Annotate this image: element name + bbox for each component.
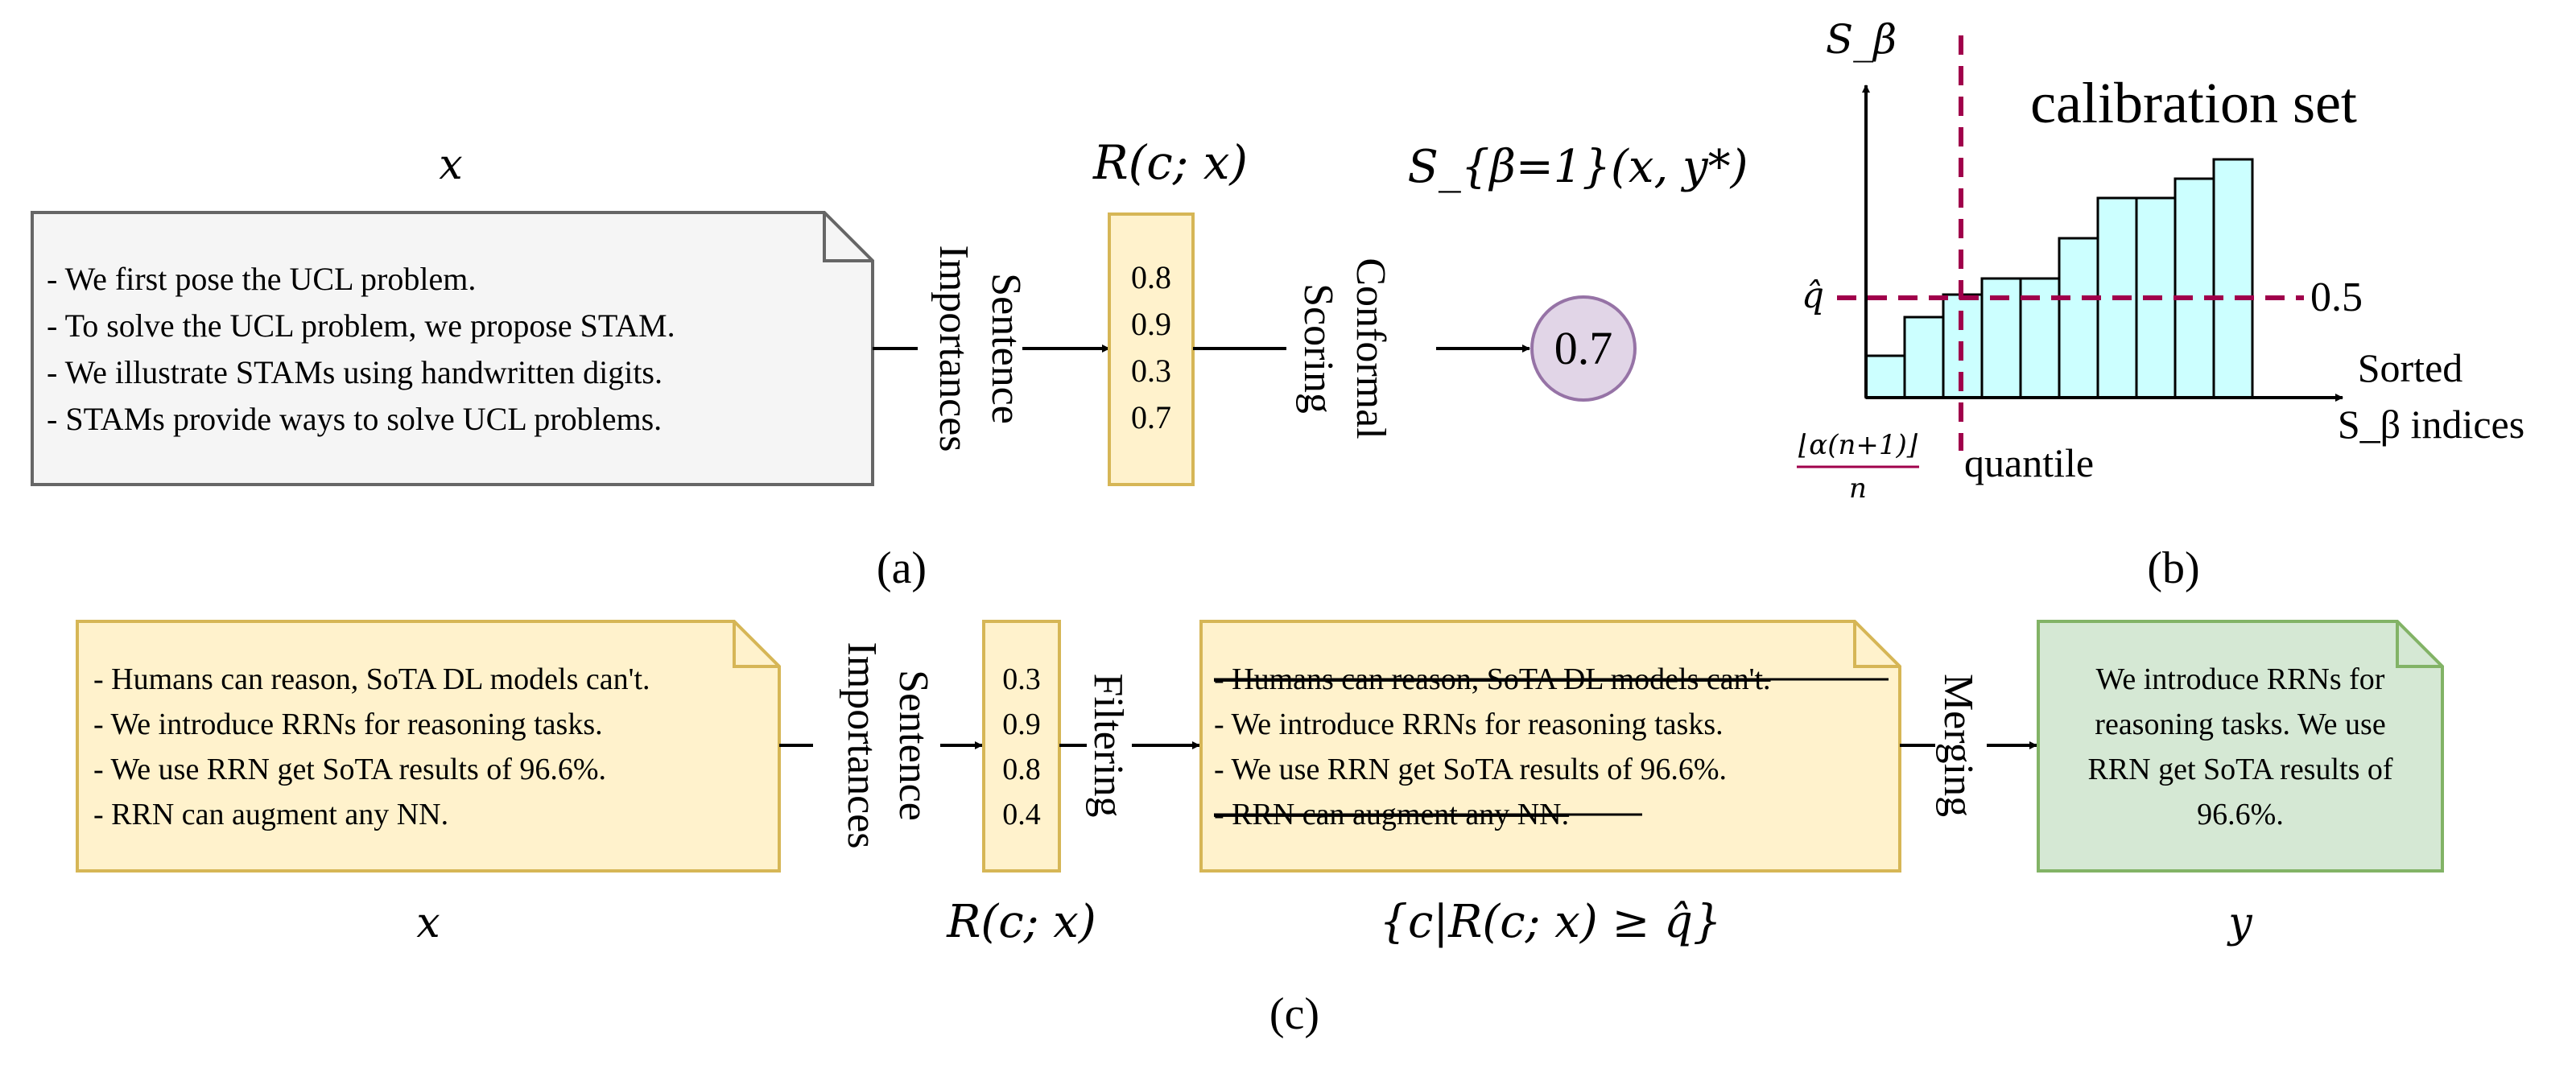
calibration-bar-6	[2058, 237, 2099, 399]
panel-a-step-conformal-scoring: Conformal Scoring	[1295, 258, 1393, 439]
panel-c-step2: Filtering	[1085, 673, 1131, 817]
panel-a-step-sentence-importances: Sentence Importances	[931, 245, 1029, 452]
panel-c-step-merging: Merging	[1935, 674, 1981, 817]
panel-c-sentence-4: - RRN can augment any NN.	[93, 798, 448, 831]
panel-b: S_β calibration set q̂ 0.5 Sorted S_β in…	[1797, 16, 2524, 593]
panel-c-output-line-3: RRN get SoTA results of	[2087, 753, 2392, 786]
panel-c-output-document-fold	[2396, 621, 2442, 668]
panel-c-filtered-sentence-3: - We use RRN get SoTA results of 96.6%.	[1214, 753, 1727, 786]
panel-a-result-label: S_{β=1}(x, y*)	[1407, 141, 1748, 193]
panel-a-result-circle	[1530, 295, 1637, 402]
panel-c-score-1: 0.3	[1002, 662, 1041, 696]
panel-c-output-document	[2037, 620, 2444, 873]
panel-c-input-label: x	[416, 899, 440, 947]
panel-a-input-label: x	[439, 141, 462, 189]
panel-a-caption: (a)	[877, 543, 927, 593]
panel-a-score-3: 0.3	[1131, 353, 1171, 389]
panel-a-step2-line1: Conformal	[1348, 258, 1393, 439]
panel-c-step-sentence-importances: Sentence Importances	[839, 642, 936, 848]
panel-b-qhat-value: 0.5	[2310, 274, 2363, 320]
panel-c-step1-line2: Importances	[839, 642, 885, 848]
panel-c-caption: (c)	[1269, 989, 1319, 1039]
panel-c-output-label: y	[2227, 899, 2252, 947]
panel-a: x - We first pose the UCL problem. - To …	[31, 135, 1748, 593]
panel-c-output-line-1: We introduce RRNs for	[2096, 662, 2385, 696]
panel-b-bars	[1864, 158, 2254, 399]
panel-c-scores-box	[982, 620, 1061, 873]
panel-b-x-axis-label-line1: Sorted	[2358, 345, 2463, 390]
calibration-bar-2	[1903, 316, 1945, 399]
calibration-bar-1	[1864, 354, 1906, 399]
panel-a-score-2: 0.9	[1131, 306, 1171, 342]
panel-a-result-value: 0.7	[1554, 322, 1613, 374]
panel-a-scores-box	[1108, 212, 1195, 486]
panel-c-sentence-1: - Humans can reason, SoTA DL models can'…	[93, 662, 650, 696]
panel-a-sentence-4: - STAMs provide ways to solve UCL proble…	[47, 401, 662, 437]
panel-b-quantile-denominator: n	[1849, 472, 1867, 505]
calibration-bar-9	[2174, 177, 2215, 399]
panel-c-scores-label: R(c; x)	[946, 896, 1096, 948]
calibration-bar-10	[2212, 158, 2254, 399]
panel-b-x-axis-label-line2: S_β indices	[2338, 402, 2524, 447]
panel-c-score-4: 0.4	[1002, 798, 1041, 831]
panel-c-filtered-sentence-2: - We introduce RRNs for reasoning tasks.	[1214, 708, 1724, 741]
panel-a-score-4: 0.7	[1131, 399, 1171, 435]
panel-a-scores-label: R(c; x)	[1092, 135, 1248, 190]
panel-c-step1-line1: Sentence	[890, 670, 936, 821]
panel-b-qhat-label: q̂	[1802, 275, 1824, 316]
panel-c-step3: Merging	[1935, 674, 1981, 817]
panel-c-step-filtering: Filtering	[1085, 673, 1131, 817]
panel-c-sentence-3: - We use RRN get SoTA results of 96.6%.	[93, 753, 606, 786]
panel-b-quantile-numerator: ⌊α(n+1)⌋	[1798, 429, 1918, 461]
panel-c-input-document-fold	[733, 621, 779, 668]
panel-b-quantile-label: quantile	[1964, 440, 2094, 485]
panel-a-step1-line2: Importances	[931, 245, 976, 452]
panel-a-sentence-3: - We illustrate STAMs using handwritten …	[47, 354, 663, 390]
panel-a-score-1: 0.8	[1131, 259, 1171, 295]
panel-c-filtered-label: {c|R(c; x) ≥ q̂}	[1379, 896, 1721, 948]
panel-a-sentence-2: - To solve the UCL problem, we propose S…	[47, 307, 675, 344]
panel-a-step1-line1: Sentence	[983, 273, 1029, 424]
panel-a-document	[31, 211, 874, 486]
panel-a-step2-line2: Scoring	[1295, 283, 1341, 414]
panel-c-output-line-2: reasoning tasks. We use	[2095, 708, 2385, 741]
panel-c-sentence-2: - We introduce RRNs for reasoning tasks.	[93, 708, 603, 741]
panel-c-input-document	[76, 620, 781, 873]
panel-a-document-fold	[823, 212, 873, 262]
panel-c-output-line-4: 96.6%.	[2197, 798, 2284, 831]
panel-c-score-2: 0.9	[1002, 708, 1041, 741]
panel-c-filtered-document-fold	[1853, 621, 1900, 668]
panel-b-title: calibration set	[2030, 71, 2357, 135]
panel-c-score-3: 0.8	[1002, 753, 1041, 786]
panel-b-y-axis-label: S_β	[1826, 16, 1897, 63]
panel-c-filtered-document	[1199, 620, 1901, 873]
panel-c: - Humans can reason, SoTA DL models can'…	[76, 620, 2444, 1039]
panel-a-sentence-1: - We first pose the UCL problem.	[47, 261, 476, 297]
panel-b-caption: (b)	[2147, 543, 2199, 593]
